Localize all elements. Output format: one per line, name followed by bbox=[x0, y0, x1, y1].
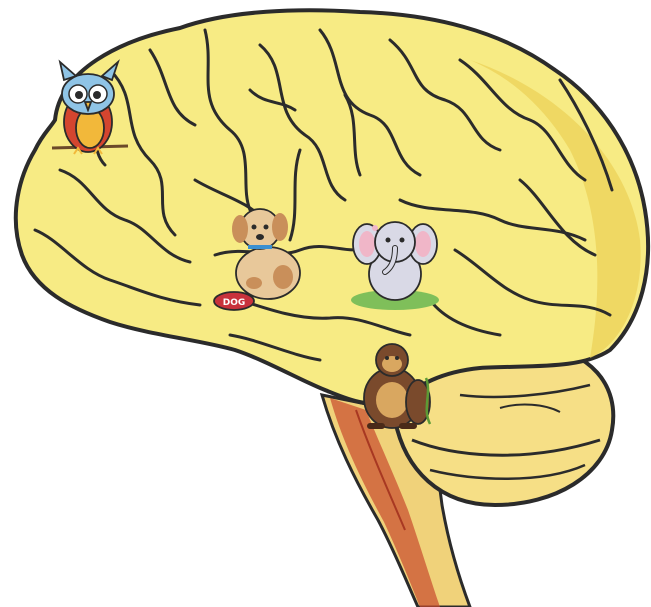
dog-bowl: DOG bbox=[214, 292, 254, 310]
dog-bowl-label: DOG bbox=[223, 298, 246, 308]
